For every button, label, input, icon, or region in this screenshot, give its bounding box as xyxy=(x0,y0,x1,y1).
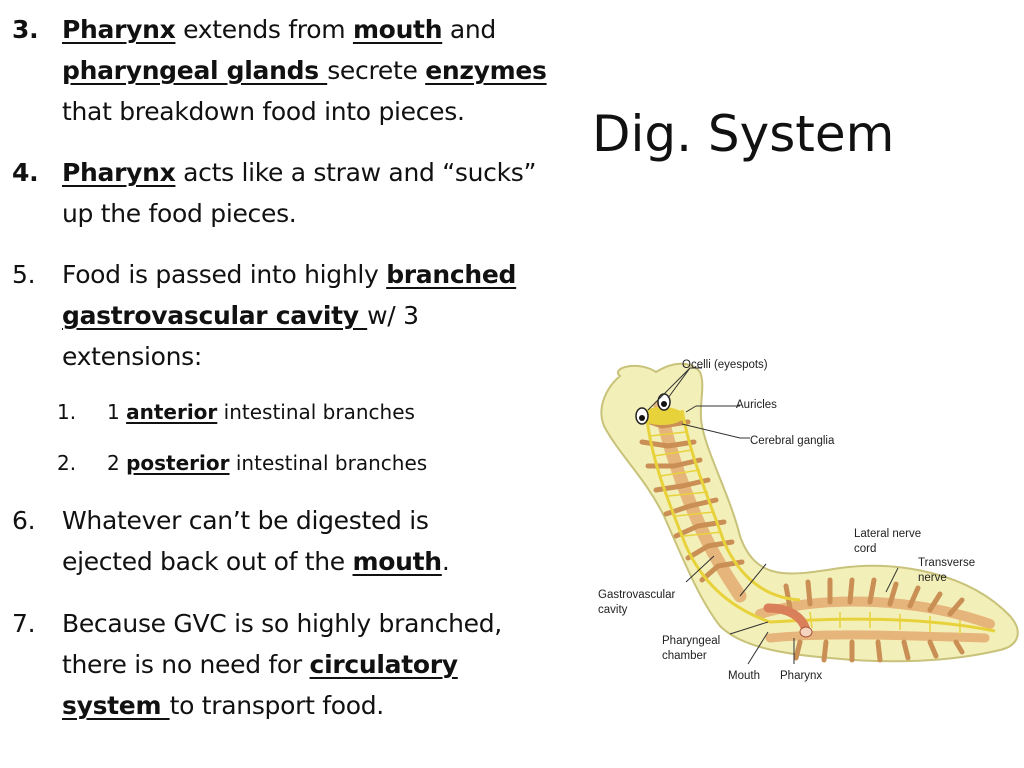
text-line: ejected back out of the mouth. xyxy=(62,541,592,582)
text-run: intestinal branches xyxy=(217,400,415,424)
text-run: ejected back out of the xyxy=(62,547,353,576)
slide-title: Dig. System xyxy=(592,105,895,163)
keyword: branched xyxy=(386,260,517,289)
label-transverse-nerve: nerve xyxy=(918,572,947,584)
label-transverse: Transverse xyxy=(918,557,975,569)
keyword: posterior xyxy=(126,451,230,475)
keyword: pharyngeal glands xyxy=(62,56,328,85)
text-run: and xyxy=(442,15,496,44)
text-line: up the food pieces. xyxy=(62,193,592,234)
text-run: Whatever can’t be digested is xyxy=(62,506,429,535)
keyword: system xyxy=(62,691,170,720)
text-run: secrete xyxy=(327,56,426,85)
text-line: Food is passed into highly branched xyxy=(62,254,592,295)
list-text: Whatever can’t be digested is ejected bac… xyxy=(62,500,592,582)
gut-posterior-trunk xyxy=(765,630,990,643)
keyword: enzymes xyxy=(425,56,547,85)
list-number: 3. xyxy=(12,15,39,44)
label-mouth: Mouth xyxy=(728,670,760,682)
planarian-illustration: Ocelli (eyespots) Auricles Cerebral gang… xyxy=(598,359,1019,682)
keyword: mouth xyxy=(352,547,443,576)
text-run: up the food pieces. xyxy=(62,199,297,228)
label-auricles: Auricles xyxy=(736,399,777,411)
list-number: 7. xyxy=(12,609,36,638)
label-gastrovascular-cavity: cavity xyxy=(598,604,628,616)
text-line: Because GVC is so highly branched, xyxy=(62,603,592,644)
label-pharyngeal: Pharyngeal xyxy=(662,635,720,647)
text-run: Because GVC is so highly branched, xyxy=(62,609,502,638)
label-pharyngeal-chamber: chamber xyxy=(662,650,707,662)
sub-list-text: 2 posterior intestinal branches xyxy=(107,448,427,478)
label-ocelli: Ocelli (eyespots) xyxy=(682,359,768,371)
text-line: there is no need for circulatory xyxy=(62,644,592,685)
keyword: Pharynx xyxy=(62,158,176,187)
text-run: intestinal branches xyxy=(229,451,428,475)
text-line: system to transport food. xyxy=(62,685,592,726)
keyword: anterior xyxy=(126,400,218,424)
list-text: Pharynx acts like a straw and “sucks” up … xyxy=(62,152,592,234)
text-run: w/ 3 xyxy=(367,301,419,330)
keyword: circulatory xyxy=(309,650,459,679)
list-number: 6. xyxy=(12,506,36,535)
list-number: 4. xyxy=(12,158,39,187)
text-run: 1 xyxy=(107,400,127,424)
text-run: that breakdown food into pieces. xyxy=(62,97,465,126)
cerebral-ganglia xyxy=(640,407,684,425)
list-text: Because GVC is so highly branched, there … xyxy=(62,603,592,726)
text-run: . xyxy=(441,547,450,576)
list-number: 5. xyxy=(12,260,36,289)
leader-lines xyxy=(647,367,899,665)
sub-list-number: 2. xyxy=(57,451,77,475)
keyword: mouth xyxy=(352,15,443,44)
text-run: extensions: xyxy=(62,342,203,371)
text-run: extends from xyxy=(175,15,353,44)
label-lateral-nerve: Lateral nerve xyxy=(854,528,921,540)
text-line: that breakdown food into pieces. xyxy=(62,91,592,132)
transverse-nerves xyxy=(649,431,961,634)
text-line: Pharynx extends from mouth and xyxy=(62,9,592,50)
label-gastrovascular: Gastrovascular xyxy=(598,589,676,601)
text-line: Pharynx acts like a straw and “sucks” xyxy=(62,152,592,193)
text-run: acts like a straw and “sucks” xyxy=(175,158,537,187)
text-run: to transport food. xyxy=(169,691,385,720)
keyword: gastrovascular cavity xyxy=(62,301,368,330)
gut-anterior-trunk xyxy=(653,399,747,603)
planarian-diagram: Ocelli (eyespots) Auricles Cerebral gang… xyxy=(590,346,1024,692)
text-line: extensions: xyxy=(62,336,592,377)
text-line: pharyngeal glands secrete enzymes xyxy=(62,50,592,91)
text-line: gastrovascular cavity w/ 3 xyxy=(62,295,592,336)
label-pharynx: Pharynx xyxy=(780,670,822,682)
nerve-cords xyxy=(644,409,996,633)
label-lateral-nerve-cord: cord xyxy=(854,543,876,555)
keyword: Pharynx xyxy=(62,15,176,44)
text-run: 2 xyxy=(107,451,127,475)
sub-list-text: 1 anterior intestinal branches xyxy=(107,397,415,427)
planarian-body xyxy=(600,362,1019,663)
label-cerebral-ganglia: Cerebral ganglia xyxy=(750,435,835,447)
text-line: Whatever can’t be digested is xyxy=(62,500,592,541)
sub-list-number: 1. xyxy=(57,400,77,424)
text-run: Food is passed into highly xyxy=(62,260,387,289)
text-run: there is no need for xyxy=(62,650,310,679)
